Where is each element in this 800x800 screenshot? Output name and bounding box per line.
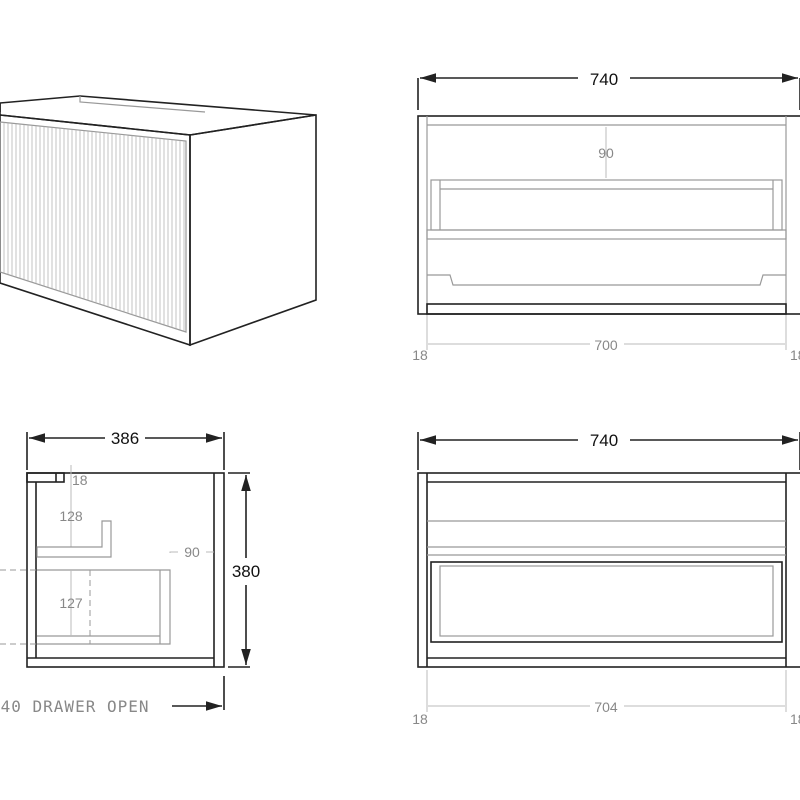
left-panel-label: 18 (412, 711, 428, 727)
left-panel-label: 18 (412, 347, 428, 363)
inner-width-label: 704 (594, 699, 618, 715)
front-view-bottom: 740 704 18 18 (412, 431, 800, 727)
drawer-gap-label: 90 (598, 145, 614, 161)
height-label: 380 (232, 562, 260, 581)
isometric-view (0, 95, 317, 347)
lower-drawer-label: 127 (59, 595, 83, 611)
overall-width-label: 740 (590, 70, 618, 89)
depth-label: 386 (111, 429, 139, 448)
side-view: 386 18 128 90 127 380 640 DRAWER OPEN (0, 429, 260, 716)
top-rail-label: 18 (72, 472, 88, 488)
overall-width-label: 740 (590, 431, 618, 450)
front-view-top: 740 90 700 18 18 (412, 70, 800, 363)
fluted-drawer-front (3, 122, 185, 332)
drawer-open-note: 640 DRAWER OPEN (0, 697, 150, 716)
inner-width-label: 700 (594, 337, 618, 353)
right-panel-label: 18 (790, 711, 800, 727)
right-panel-label: 18 (790, 347, 800, 363)
upper-drawer-label: 128 (59, 508, 83, 524)
drawer-offset-label: 90 (184, 544, 200, 560)
